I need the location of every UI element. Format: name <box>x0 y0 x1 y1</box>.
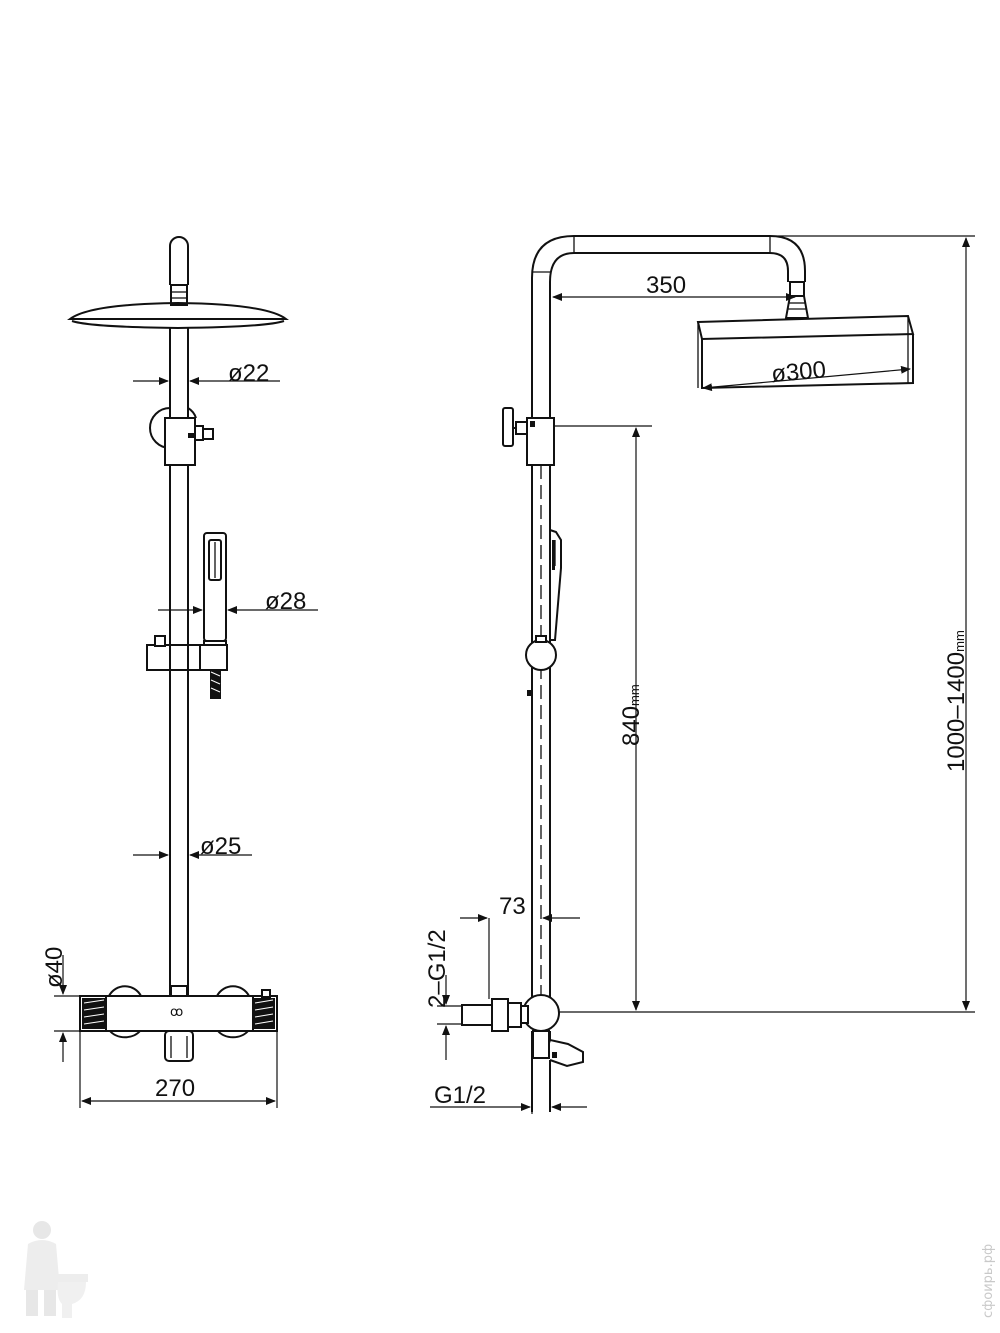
spout-front <box>164 1030 194 1062</box>
diverter-side <box>502 407 555 466</box>
shower-head-front <box>66 301 290 330</box>
mixer-front: ꝏ <box>79 985 278 1039</box>
dim-outlet-thread: G1/2 <box>430 1082 587 1114</box>
dim-head-diameter: ø300 <box>702 356 911 392</box>
hand-shower-front <box>203 532 227 699</box>
hand-shower-side <box>549 529 562 641</box>
dim-handshower-label: ø28 <box>265 588 306 615</box>
dim-pipe-upper-label: ø22 <box>228 360 269 387</box>
dim-pipe-lower-label: ø25 <box>200 833 241 860</box>
dim-mixer-width-label: 270 <box>155 1075 195 1102</box>
dim-outlet-thread-label: G1/2 <box>434 1082 486 1109</box>
dim-arm-length-label: 350 <box>646 272 686 299</box>
side-view: 350 ø300 840mm 1000–1400mm 73 <box>424 235 975 1114</box>
dim-inlet-thread: 2–G1/2 <box>424 929 462 1060</box>
mixer-side <box>461 994 584 1112</box>
front-view: ꝏ ø22 ø28 ø25 <box>41 236 318 1108</box>
watermark-text: сфоирь.рф <box>981 1244 996 1318</box>
dim-slide-height-label: 840mm <box>618 684 645 746</box>
dim-pipe-lower: ø25 <box>133 833 252 860</box>
plumber-mascot-logo <box>24 1221 88 1318</box>
dim-handshower: ø28 <box>158 588 318 615</box>
dim-total-height: 1000–1400mm <box>559 235 975 1013</box>
dim-slide-height: 840mm <box>554 425 652 1011</box>
dim-mixer-width: 270 <box>79 1031 278 1108</box>
slide-holder-front <box>146 635 228 671</box>
dim-pipe-upper: ø22 <box>133 360 280 387</box>
dim-offset: 73 <box>460 893 580 999</box>
dim-inlet-thread-label: 2–G1/2 <box>424 929 451 1008</box>
dim-total-height-label: 1000–1400mm <box>943 630 970 772</box>
diverter-front <box>149 407 214 466</box>
svg-text:ꝏ: ꝏ <box>170 1004 183 1019</box>
dim-mixer-height: ø40 <box>41 947 80 1062</box>
dim-mixer-height-label: ø40 <box>41 947 68 988</box>
top-pipe-cap <box>169 236 189 306</box>
dim-arm-length: 350 <box>552 272 796 301</box>
dim-head-diameter-label: ø300 <box>770 356 827 388</box>
dim-offset-label: 73 <box>499 893 526 920</box>
slide-holder-side <box>525 635 557 696</box>
riser-and-arm-side <box>531 235 810 1000</box>
